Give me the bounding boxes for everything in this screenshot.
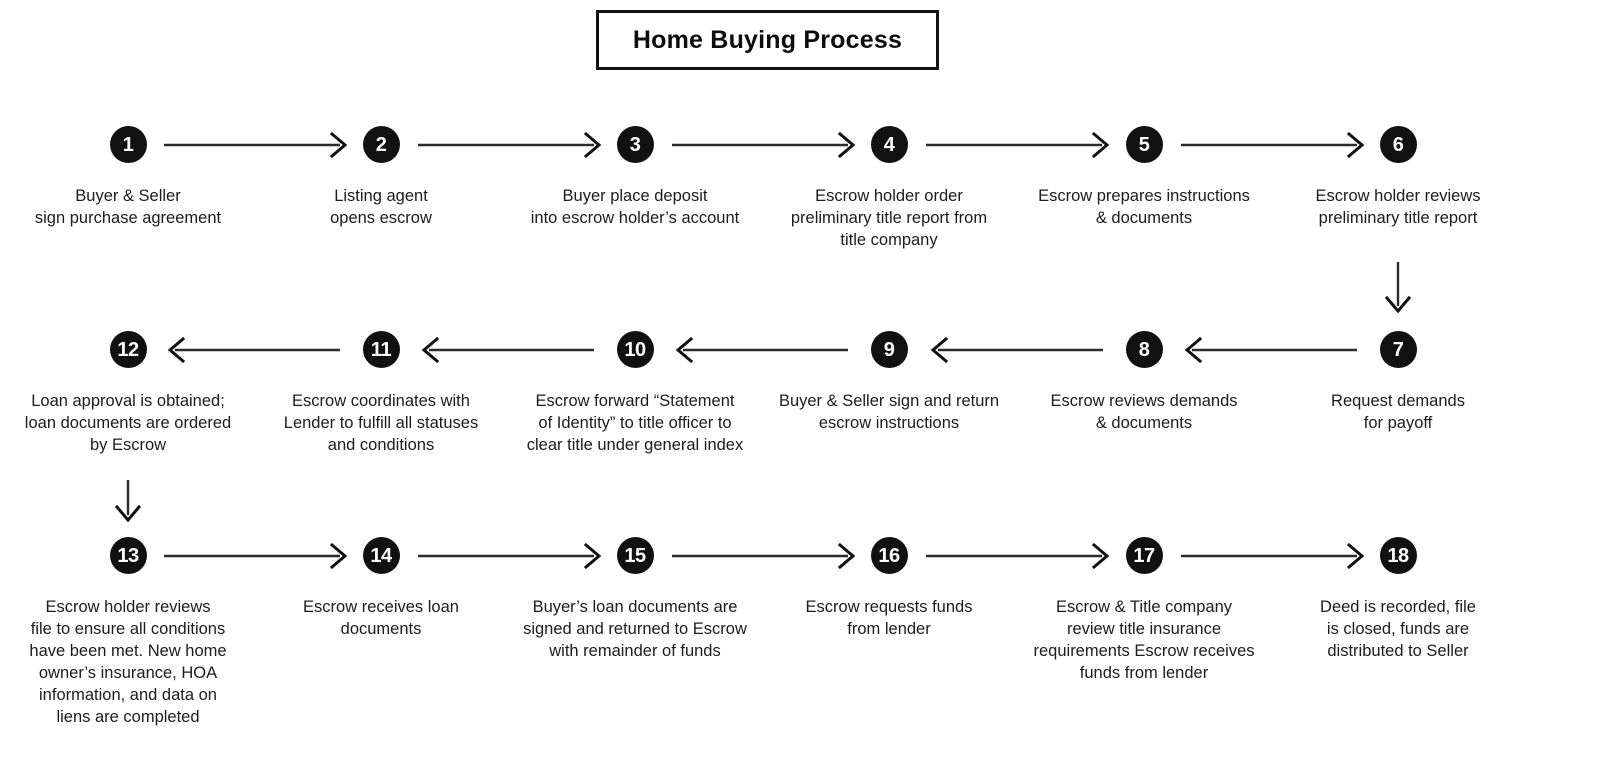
process-step-4[interactable]: 4 Escrow holder order preliminary title … (754, 126, 1024, 252)
process-step-11[interactable]: 11 Escrow coordinates with Lender to ful… (231, 331, 531, 457)
step-label: Escrow requests funds from lender (805, 598, 973, 638)
process-step-10[interactable]: 10 Escrow forward “Statement of Identity… (485, 331, 785, 457)
arrow-12-to-13 (114, 480, 142, 523)
step-label: Listing agent opens escrow (330, 187, 432, 227)
step-number-badge: 14 (362, 537, 400, 574)
step-label: Escrow holder reviews file to ensure all… (29, 598, 227, 726)
step-label: Escrow forward “Statement of Identity” t… (526, 392, 744, 454)
process-step-17[interactable]: 17 Escrow & Title company review title i… (994, 537, 1294, 685)
step-number-badge: 2 (362, 126, 400, 163)
step-number-badge: 11 (362, 331, 400, 368)
page-title: Home Buying Process (632, 25, 903, 54)
step-number-badge: 12 (109, 331, 147, 368)
process-step-8[interactable]: 8 Escrow reviews demands & documents (1009, 331, 1279, 435)
step-label: Escrow receives loan documents (303, 598, 459, 638)
step-number-badge: 9 (870, 331, 908, 368)
step-label: Buyer’s loan documents are signed and re… (523, 598, 747, 660)
step-number-badge: 6 (1379, 126, 1417, 163)
process-step-7[interactable]: 7 Request demands for payoff (1298, 331, 1498, 435)
step-label: Escrow & Title company review title insu… (1033, 598, 1255, 682)
process-step-14[interactable]: 14 Escrow receives loan documents (246, 537, 516, 641)
step-label: Request demands for payoff (1331, 392, 1465, 432)
step-number-badge: 15 (616, 537, 654, 574)
step-number-badge: 5 (1125, 126, 1163, 163)
step-number-badge: 17 (1125, 537, 1163, 574)
step-label: Escrow holder order preliminary title re… (790, 187, 988, 249)
process-step-6[interactable]: 6 Escrow holder reviews preliminary titl… (1263, 126, 1533, 230)
step-label: Escrow holder reviews preliminary title … (1315, 187, 1481, 227)
step-label: Loan approval is obtained; loan document… (24, 392, 232, 454)
step-label: Buyer & Seller sign and return escrow in… (778, 392, 1000, 432)
process-step-15[interactable]: 15 Buyer’s loan documents are signed and… (485, 537, 785, 663)
step-number-badge: 13 (109, 537, 147, 574)
step-number-badge: 4 (870, 126, 908, 163)
step-number-badge: 1 (109, 126, 147, 163)
step-number-badge: 7 (1379, 331, 1417, 368)
step-number-badge: 18 (1379, 537, 1417, 574)
step-number-badge: 16 (870, 537, 908, 574)
step-label: Deed is recorded, file is closed, funds … (1320, 598, 1476, 660)
process-step-12[interactable]: 12 Loan approval is obtained; loan docum… (0, 331, 278, 457)
step-label: Escrow prepares instructions & documents (1038, 187, 1250, 227)
arrow-6-to-7 (1384, 262, 1412, 314)
process-step-2[interactable]: 2 Listing agent opens escrow (281, 126, 481, 230)
process-step-1[interactable]: 1 Buyer & Seller sign purchase agreement (28, 126, 228, 230)
step-number-badge: 8 (1125, 331, 1163, 368)
step-number-badge: 3 (616, 126, 654, 163)
process-step-13[interactable]: 13 Escrow holder reviews file to ensure … (0, 537, 278, 729)
step-number-badge: 10 (616, 331, 654, 368)
diagram-title-box: Home Buying Process (596, 10, 939, 70)
process-step-18[interactable]: 18 Deed is recorded, file is closed, fun… (1263, 537, 1533, 663)
process-step-3[interactable]: 3 Buyer place deposit into escrow holder… (500, 126, 770, 230)
process-step-9[interactable]: 9 Buyer & Seller sign and return escrow … (739, 331, 1039, 435)
step-label: Escrow coordinates with Lender to fulfil… (283, 392, 479, 454)
process-step-16[interactable]: 16 Escrow requests funds from lender (754, 537, 1024, 641)
step-label: Buyer place deposit into escrow holder’s… (530, 187, 740, 227)
step-label: Buyer & Seller sign purchase agreement (34, 187, 222, 227)
step-label: Escrow reviews demands & documents (1050, 392, 1238, 432)
process-step-5[interactable]: 5 Escrow prepares instructions & documen… (1009, 126, 1279, 230)
